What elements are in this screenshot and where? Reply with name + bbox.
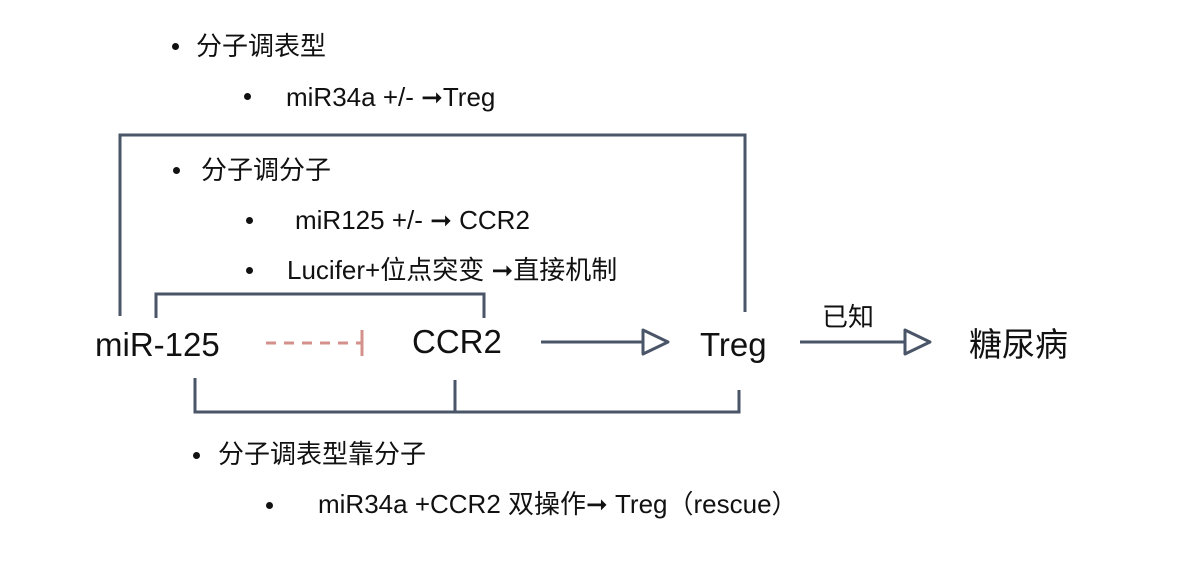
section-2-item-1: miR125 +/- ➞ CCR2 xyxy=(295,205,530,235)
arrow-ccr2-treg-head xyxy=(641,328,670,356)
bullet-icon xyxy=(246,267,253,274)
node-treg: Treg xyxy=(700,326,767,363)
bullet-icon xyxy=(244,93,251,100)
node-diabetes: 糖尿病 xyxy=(969,326,1068,363)
edge-label-known: 已知 xyxy=(822,302,875,332)
section-1-heading: 分子调表型 xyxy=(196,31,327,61)
bullet-icon xyxy=(193,452,200,459)
bullet-icon xyxy=(246,217,253,224)
bracket-bottom xyxy=(193,378,741,414)
bullet-icon xyxy=(266,502,273,509)
section-3-item-1: miR34a +CCR2 双操作➞ Treg（rescue） xyxy=(318,489,798,519)
node-mir125: miR-125 xyxy=(95,326,220,363)
bullet-icon xyxy=(172,43,179,50)
section-1-item-1: miR34a +/- ➞Treg xyxy=(286,82,496,112)
section-2-item-2: Lucifer+位点突变 ➞直接机制 xyxy=(287,255,618,285)
bracket-mir125-treg-top xyxy=(118,133,747,316)
section-2-heading: 分子调分子 xyxy=(201,155,332,185)
section-3-heading: 分子调表型靠分子 xyxy=(218,439,427,469)
bracket-mir125-ccr2-top xyxy=(154,292,486,318)
node-ccr2: CCR2 xyxy=(412,323,502,360)
arrow-treg-diabetes-head xyxy=(903,328,932,356)
bullet-icon xyxy=(173,167,180,174)
